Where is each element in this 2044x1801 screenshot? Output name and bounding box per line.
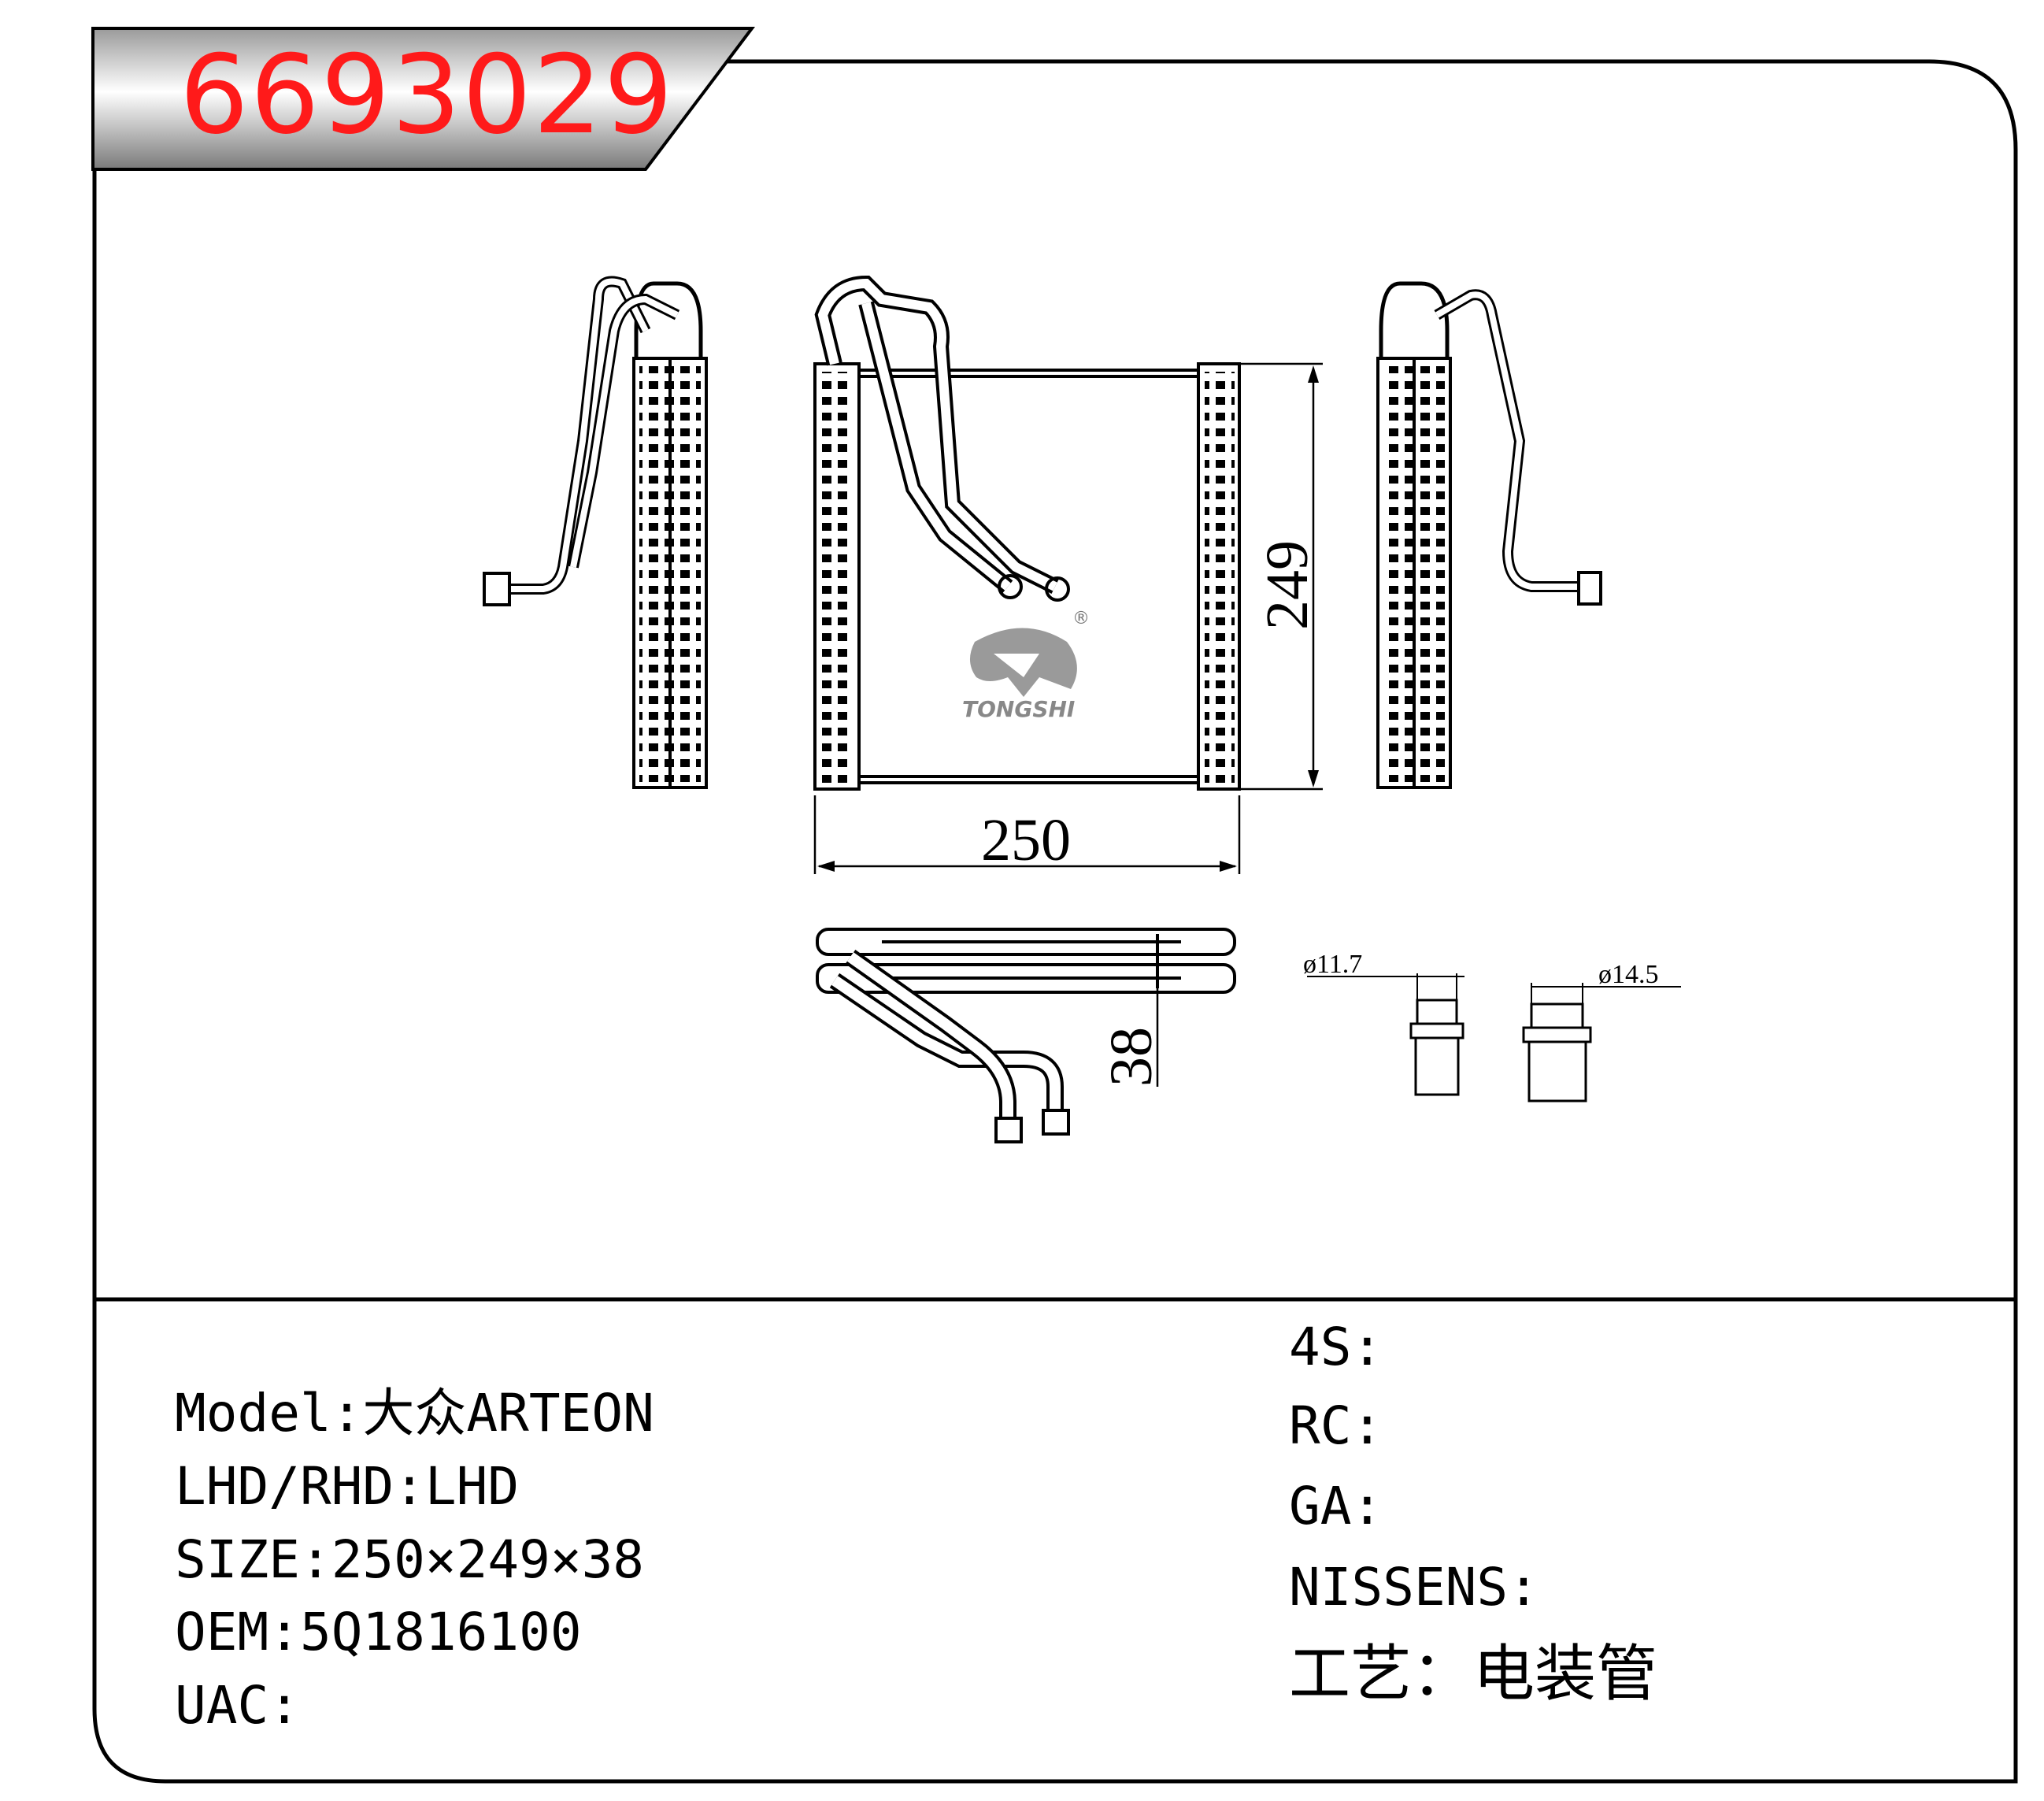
spec-process-label: 工艺： bbox=[1289, 1639, 1474, 1710]
outer-frame bbox=[92, 59, 2018, 1784]
spec-ga: GA: bbox=[1289, 1480, 1383, 1532]
dim-width-label: 250 bbox=[981, 807, 1071, 873]
dim-depth-label: 38 bbox=[1098, 1027, 1165, 1087]
dim-width bbox=[813, 795, 1241, 874]
spec-oem-label: OEM: bbox=[175, 1602, 300, 1662]
logo-text: TONGSHI bbox=[962, 696, 1075, 722]
spec-ga-label: GA: bbox=[1289, 1476, 1383, 1536]
spec-lhd-rhd-label: LHD/RHD: bbox=[175, 1456, 425, 1517]
spec-rc-label: RC: bbox=[1289, 1395, 1383, 1456]
spec-size-label: SIZE: bbox=[175, 1529, 331, 1590]
front-view bbox=[813, 275, 1241, 791]
spec-4s-label: 4S: bbox=[1289, 1317, 1383, 1377]
spec-model: Model:大众ARTEON bbox=[175, 1388, 654, 1440]
spec-size-value: 250×249×38 bbox=[331, 1529, 645, 1590]
tongshi-logo: ® TONGSHI bbox=[962, 609, 1090, 722]
side-view-left bbox=[483, 276, 708, 789]
logo-registered: ® bbox=[1072, 609, 1090, 628]
spec-process-value: 电装管 bbox=[1473, 1639, 1658, 1710]
spec-4s: 4S: bbox=[1289, 1321, 1383, 1373]
spec-model-value: 大众ARTEON bbox=[362, 1383, 654, 1443]
top-view bbox=[816, 928, 1236, 1143]
spec-lhd-rhd: LHD/RHD:LHD bbox=[175, 1461, 519, 1513]
spec-lhd-rhd-value: LHD bbox=[424, 1456, 520, 1517]
pipe-small-label: ø11.7 bbox=[1303, 950, 1362, 979]
spec-nissens-label: NISSENS: bbox=[1289, 1557, 1539, 1618]
pipe-large-label: ø14.5 bbox=[1598, 960, 1659, 989]
pipe-detail-small bbox=[1307, 973, 1464, 1096]
spec-uac-label: UAC: bbox=[175, 1675, 300, 1736]
spec-oem-value: 5Q1816100 bbox=[299, 1602, 582, 1662]
header-tab bbox=[91, 27, 756, 171]
spec-process: 工艺：电装管 bbox=[1289, 1644, 1657, 1705]
spec-nissens: NISSENS: bbox=[1289, 1562, 1539, 1614]
dim-height bbox=[1240, 362, 1323, 791]
dim-height-label: 249 bbox=[1254, 540, 1320, 630]
spec-oem: OEM:5Q1816100 bbox=[175, 1606, 582, 1658]
pipe-detail-large bbox=[1522, 983, 1681, 1102]
spec-uac: UAC: bbox=[175, 1680, 300, 1732]
spec-size: SIZE:250×249×38 bbox=[175, 1534, 644, 1586]
part-number: 6693029 bbox=[180, 31, 675, 158]
spec-rc: RC: bbox=[1289, 1400, 1383, 1452]
spec-model-label: Model: bbox=[175, 1383, 363, 1443]
side-view-right bbox=[1376, 281, 1602, 789]
